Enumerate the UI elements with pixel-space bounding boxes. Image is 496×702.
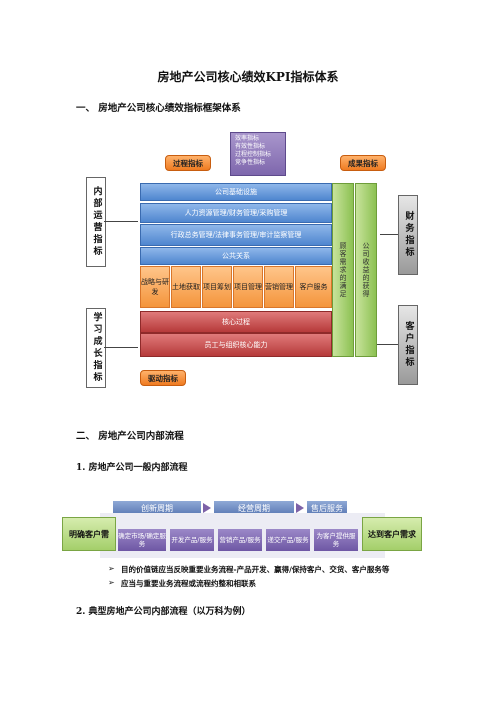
support-bar: 人力资源管理/财务管理/采购管理 [140, 203, 332, 223]
connector-line [360, 344, 398, 345]
process-step: 确定市场/确定服务 [118, 529, 166, 551]
indicator-type-line: 效率指标 [235, 135, 260, 142]
subheading-typical-process: 2. 典型房地产公司内部流程（以万科为例） [76, 607, 251, 617]
support-bar: 公共关系 [140, 247, 332, 265]
customer-needs-arrow: 顾客需求的满足 [332, 183, 354, 357]
core-process-cell: 土地获取 [171, 266, 201, 308]
bullet-arrow-icon: ➢ [108, 564, 115, 573]
left-box-internal-ops: 内部运营指标 [86, 177, 106, 267]
result-indicator-tag: 成果指标 [340, 155, 386, 171]
right-box-customer: 客户指标 [398, 305, 418, 385]
indicator-type-line: 竞争性指标 [235, 159, 266, 166]
phase-arrow-icon [203, 503, 211, 513]
phase-after-sales: 售后服务 [307, 501, 347, 515]
support-bar: 公司基础设施 [140, 183, 332, 201]
process-step: 递交产品/服务 [266, 529, 310, 551]
process-step: 开发产品/服务 [170, 529, 214, 551]
indicator-types-box: 效率指标 有效性指标 过程控制指标 竞争性指标 [230, 132, 286, 176]
capability-bar: 核心过程 [140, 311, 332, 333]
process-step: 为客户提供服务 [314, 529, 358, 551]
phase-arrow-icon [296, 503, 304, 513]
core-process-cell: 项目筹划 [202, 266, 232, 308]
company-revenue-arrow: 公司收益的获得 [355, 183, 377, 357]
page-title: 房地产公司核心绩效KPI指标体系 [157, 70, 339, 84]
end-box: 达到客户需求 [362, 517, 422, 551]
phase-innovation: 创新周期 [113, 501, 201, 515]
connector-line [380, 234, 398, 235]
capability-bar: 员工与组织核心能力 [140, 333, 332, 357]
start-box: 明确客户需 [62, 517, 116, 551]
connector-line [104, 347, 138, 348]
section-heading-framework: 一、 房地产公司核心绩效指标框架体系 [76, 103, 241, 114]
core-process-cell: 战略与研发 [140, 266, 170, 308]
phase-operation: 经营周期 [214, 501, 294, 515]
driver-indicator-tag: 驱动指标 [140, 370, 186, 386]
support-bar: 行政总务管理/法律事务管理/审计监察管理 [140, 224, 332, 246]
process-indicator-tag: 过程指标 [165, 155, 211, 171]
left-box-learning-growth: 学习成长指标 [86, 308, 106, 388]
process-step: 营销产品/服务 [218, 529, 262, 551]
bullet-item: 目的价值链应当反映重要业务流程-产品开发、赢得/保持客户、交货、客户服务等 [121, 565, 390, 574]
core-process-cell: 客户服务 [295, 266, 332, 308]
connector-line [104, 221, 138, 222]
bullet-arrow-icon: ➢ [108, 578, 115, 587]
core-process-cell: 项目管理 [233, 266, 263, 308]
indicator-type-line: 过程控制指标 [235, 151, 272, 158]
subheading-general-process: 1. 房地产公司一般内部流程 [76, 463, 188, 473]
section-heading-process: 二、 房地产公司内部流程 [76, 431, 184, 442]
right-box-financial: 财务指标 [398, 195, 418, 275]
bullet-item: 应当与重要业务流程或流程约整和相联系 [121, 579, 256, 588]
core-process-cell: 营销管理 [264, 266, 294, 308]
indicator-type-line: 有效性指标 [235, 143, 266, 150]
